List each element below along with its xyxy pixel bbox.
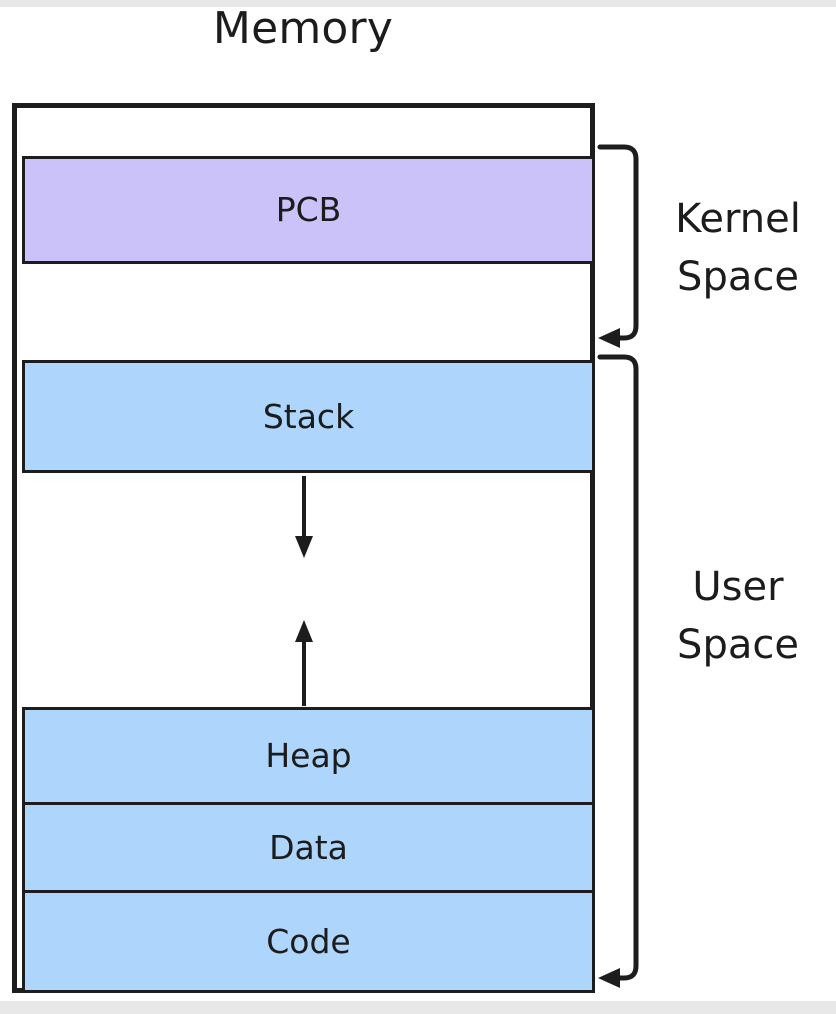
- kernel-space-bracket: [594, 140, 650, 354]
- segment-label-heap: Heap: [265, 736, 352, 775]
- kernel-space-label: Kernel Space: [640, 190, 836, 306]
- memory-frame: PCB Stack Heap Data Code: [12, 103, 595, 993]
- segment-label-code: Code: [266, 921, 351, 961]
- user-space-label-line1: User: [692, 564, 784, 610]
- segment-label-stack: Stack: [262, 396, 355, 436]
- kernel-space-label-line1: Kernel: [675, 196, 801, 242]
- page-edge-bottom: [0, 1001, 836, 1014]
- stack-growth-down-arrow: [286, 472, 322, 568]
- segment-label-data: Data: [269, 827, 348, 867]
- segment-data: Data: [22, 802, 595, 893]
- segment-code: Code: [22, 890, 595, 993]
- page-title: Memory: [212, 3, 394, 54]
- user-space-label: User Space: [640, 558, 836, 674]
- heap-growth-up-arrow: [286, 614, 322, 714]
- user-space-bracket: [594, 350, 650, 994]
- segment-heap: Heap: [22, 707, 595, 805]
- page-edge-top: [0, 0, 836, 7]
- segment-stack: Stack: [22, 360, 595, 473]
- user-space-label-line2: Space: [677, 622, 799, 668]
- kernel-space-label-line2: Space: [677, 254, 799, 300]
- segment-pcb: PCB: [22, 156, 595, 264]
- segment-label-pcb: PCB: [275, 190, 342, 229]
